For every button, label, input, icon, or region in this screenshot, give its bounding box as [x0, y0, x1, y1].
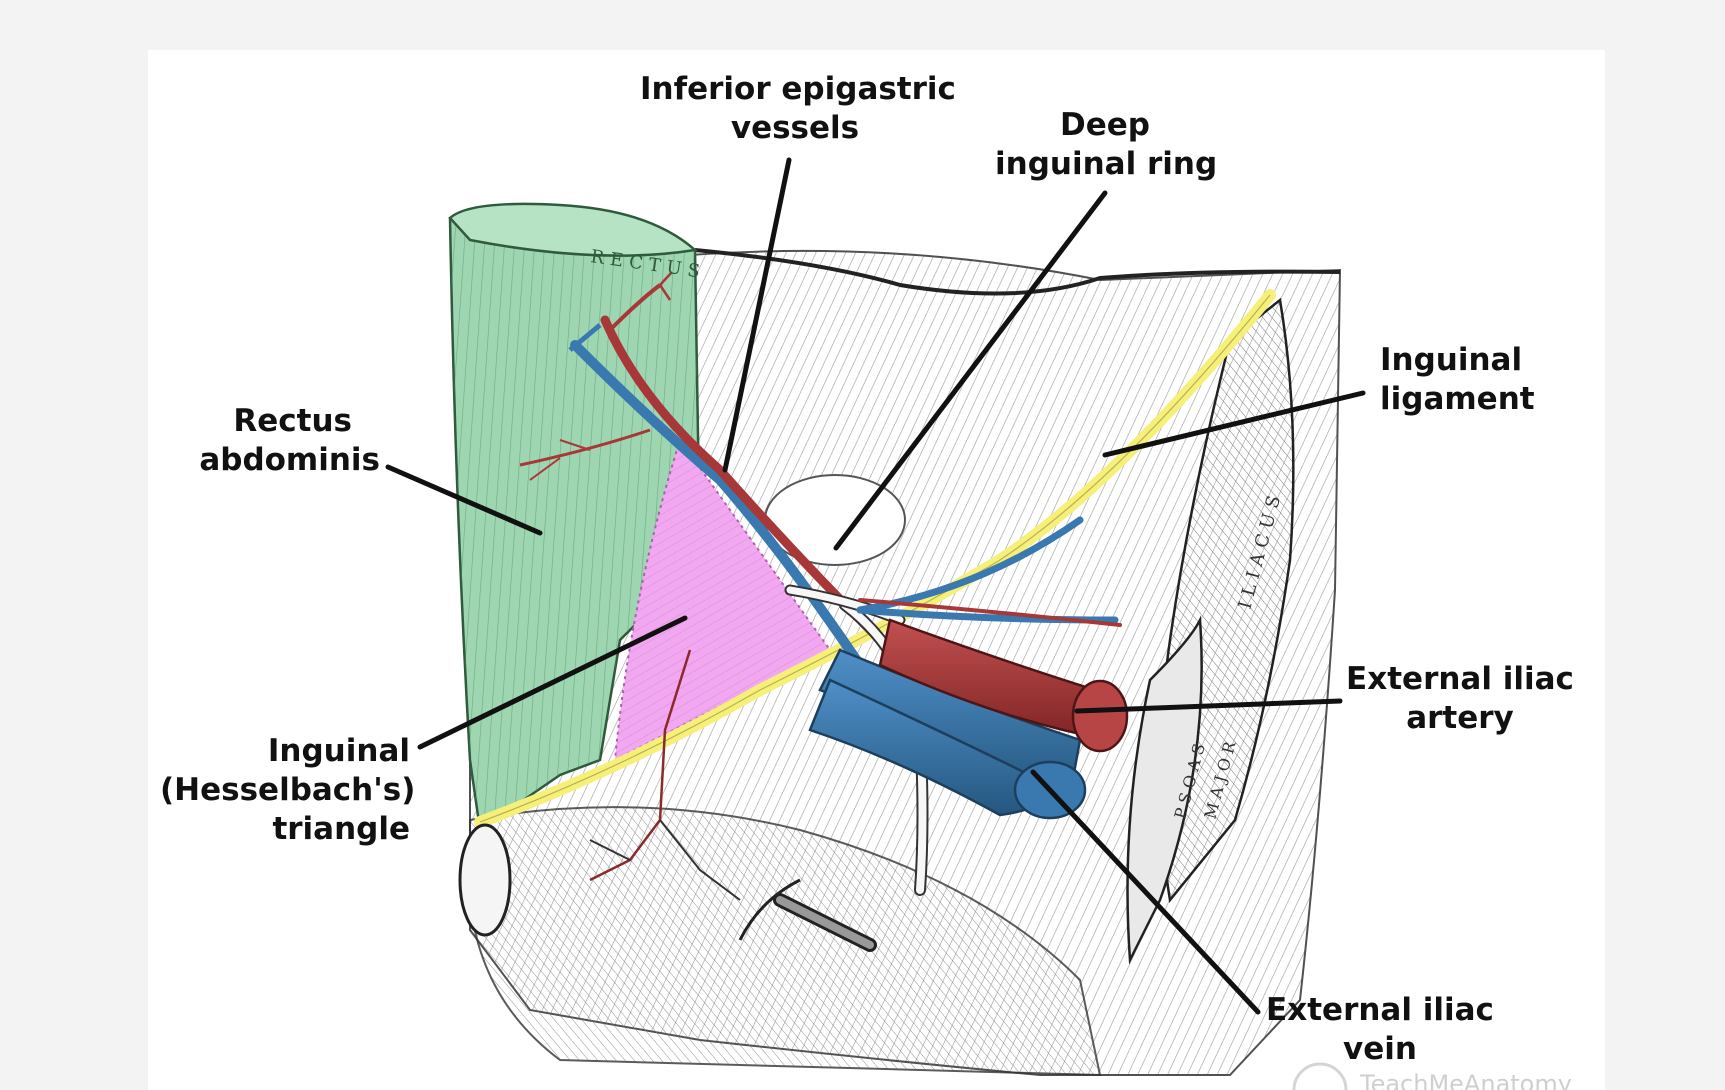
external-iliac-artery: [878, 618, 1129, 753]
label-line: Rectus: [233, 403, 352, 439]
leader-lines: [385, 157, 1366, 1015]
label-rectus-abdominis: Rectus abdominis: [170, 402, 380, 480]
label-line: abdominis: [199, 442, 380, 478]
label-line: triangle: [272, 811, 410, 847]
inferior-epigastric-artery: [600, 315, 885, 645]
leader-rectus: [385, 464, 543, 536]
wall-cut-edge: [694, 248, 1341, 296]
label-line: inguinal ring: [995, 146, 1218, 182]
watermark-logo-icon: [1292, 1062, 1348, 1090]
leader-hesselbach: [417, 615, 688, 750]
label-inferior-epigastric-vessels: Inferior epigastric vessels: [640, 70, 956, 148]
label-inguinal-ligament: Inguinal ligament: [1380, 341, 1580, 419]
label-deep-inguinal-ring: Deep inguinal ring: [995, 106, 1218, 184]
label-hesselbach-triangle: Inguinal (Hesselbach's) triangle: [160, 732, 416, 849]
label-line: vessels: [730, 110, 860, 146]
pubic-tubercle: [458, 823, 512, 937]
label-line: Deep: [1060, 107, 1150, 143]
leader-external-iliac-artery: [1074, 698, 1343, 714]
leader-epigastric: [722, 157, 792, 473]
label-line: External iliac: [1346, 661, 1574, 697]
label-line: Inguinal: [267, 733, 410, 769]
watermark-text: TeachMeAnatomy: [1360, 1070, 1572, 1090]
label-external-iliac-artery: External iliac artery: [1345, 660, 1575, 738]
label-line: ligament: [1380, 381, 1535, 417]
label-line: (Hesselbach's): [160, 772, 416, 808]
label-line: artery: [1406, 700, 1514, 736]
label-line: Inferior epigastric: [640, 71, 956, 107]
leader-inguinal-ligament: [1102, 390, 1366, 458]
label-line: External iliac: [1266, 992, 1494, 1028]
leader-external-iliac-vein: [1030, 769, 1261, 1015]
leader-deep-ring: [833, 190, 1108, 551]
inferior-epigastric-vein: [570, 340, 875, 685]
label-external-iliac-vein: External iliac vein: [1265, 991, 1495, 1069]
label-line: Inguinal: [1380, 342, 1523, 378]
rectus-cut-top: [448, 202, 698, 257]
label-line: vein: [1343, 1031, 1417, 1067]
abdominal-wall-lower: [469, 806, 1102, 1077]
